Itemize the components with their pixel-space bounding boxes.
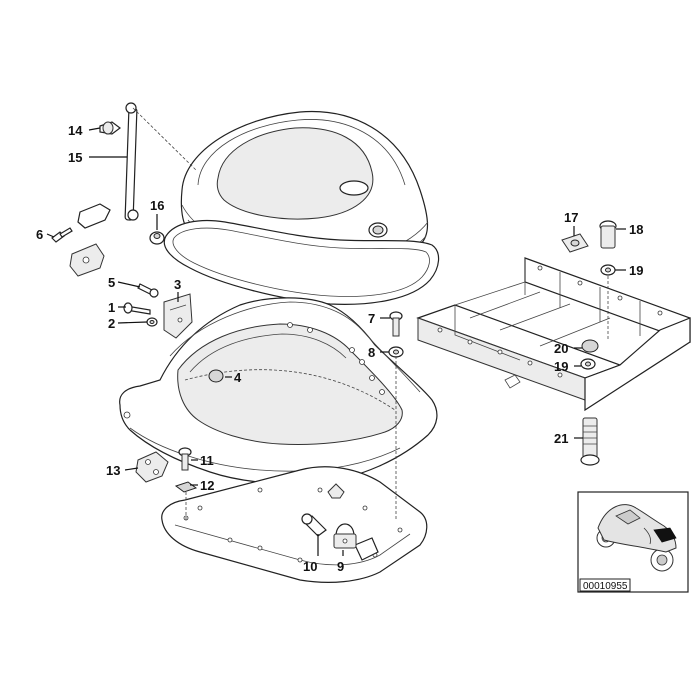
hinge-pin	[99, 121, 121, 135]
screw-7	[389, 311, 403, 337]
callout-5: 5	[108, 275, 115, 290]
nut-20	[581, 339, 599, 353]
highlighted-top-case	[653, 527, 677, 543]
lid-seal-gasket	[163, 219, 440, 305]
washer-19-upper	[600, 264, 616, 276]
screw-10	[301, 513, 327, 537]
callout-8: 8	[368, 345, 375, 360]
callout-15: 15	[68, 150, 82, 165]
washer-12	[174, 481, 198, 493]
support-stay	[124, 102, 139, 221]
callout-4: 4	[234, 370, 242, 385]
latch-bracket	[163, 293, 193, 339]
document-number: 00010955	[583, 581, 628, 592]
washer-19-lower	[580, 358, 596, 370]
nut-4	[208, 369, 224, 383]
clamp-13	[135, 451, 169, 483]
callout-17: 17	[564, 210, 578, 225]
callout-leaders	[46, 127, 626, 556]
hinge-bracket	[69, 243, 105, 277]
callout-7: 7	[368, 311, 375, 326]
bolt-5	[137, 283, 159, 298]
callout-6: 6	[36, 227, 43, 242]
callout-11: 11	[200, 453, 214, 468]
motorcycle-thumbnail	[596, 504, 677, 572]
hinge-cover	[77, 203, 111, 229]
lock-bracket	[333, 523, 357, 549]
base-plate	[161, 466, 428, 583]
callout-labels: 14 15 16 6 5 3 1 2 4 7 8 13 11 12 10 9 1…	[36, 123, 643, 574]
callout-12: 12	[200, 478, 214, 493]
screw-6	[51, 227, 73, 243]
clip-nut-17	[561, 233, 589, 253]
callout-14: 14	[68, 123, 83, 138]
callout-1: 1	[108, 300, 115, 315]
callout-2: 2	[108, 316, 115, 331]
callout-10: 10	[303, 559, 317, 574]
callout-16: 16	[150, 198, 164, 213]
callout-18: 18	[629, 222, 643, 237]
rubber-bushing	[149, 231, 165, 245]
callout-20: 20	[554, 341, 568, 356]
callout-21: 21	[554, 431, 568, 446]
screw-11	[178, 447, 192, 471]
top-case-body	[119, 297, 438, 485]
callout-19-lower: 19	[554, 359, 568, 374]
callout-19-upper: 19	[629, 263, 643, 278]
bolt-21	[580, 417, 600, 466]
luggage-rack-frame	[416, 257, 691, 412]
washer-2	[146, 317, 158, 327]
washer-8	[388, 346, 404, 358]
screw-1	[123, 302, 151, 315]
callout-9: 9	[337, 559, 344, 574]
callout-3: 3	[174, 277, 181, 292]
bolt-18	[599, 220, 617, 249]
inset-location-view: 00010955	[577, 491, 689, 593]
callout-13: 13	[106, 463, 120, 478]
